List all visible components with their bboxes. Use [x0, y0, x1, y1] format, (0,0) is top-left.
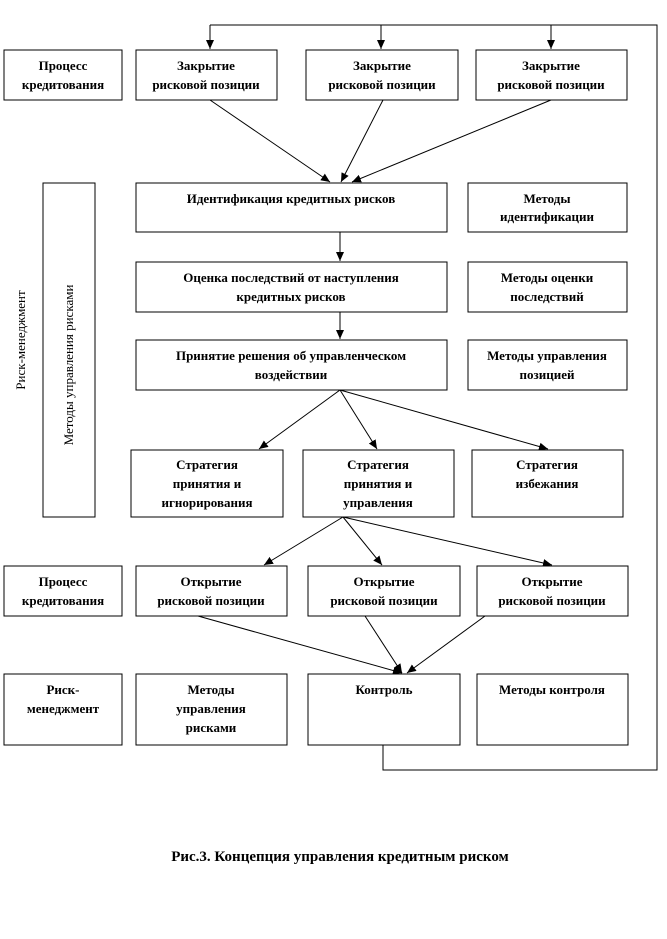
label: избежания	[516, 476, 579, 491]
label: Закрытие	[353, 58, 411, 73]
assessment-box: Оценка последствий от наступления кредит…	[135, 261, 448, 313]
label: Методы	[188, 682, 235, 697]
label: Методы управления	[487, 348, 607, 363]
label: Риск-	[46, 682, 79, 697]
feedback-loop-line	[210, 24, 658, 771]
label: управления	[343, 495, 413, 510]
closing-box-3: Закрытие рисковой позиции	[475, 49, 628, 101]
strategy-avoid-box: Стратегия избежания	[471, 449, 624, 518]
label: рисковой позиции	[330, 593, 438, 608]
risk-methods-box: Методы управления рисками	[135, 673, 288, 746]
label: принятия и	[173, 476, 242, 491]
label: Контроль	[355, 682, 412, 697]
label: воздействии	[255, 367, 328, 382]
label: Методы управления рисками	[61, 285, 76, 446]
methods-side-box: Методы управления рисками	[42, 182, 96, 518]
arrow	[364, 615, 403, 674]
label: последствий	[510, 289, 584, 304]
closing-box-1: Закрытие рисковой позиции	[135, 49, 278, 101]
arrow	[258, 389, 341, 450]
label: игнорирования	[161, 495, 252, 510]
strategy-accept-ignore-box: Стратегия принятия и игнорирования	[130, 449, 284, 518]
label: рисковой позиции	[498, 593, 606, 608]
opening-box-2: Открытие рисковой позиции	[307, 565, 461, 617]
arrow	[339, 389, 549, 451]
arrow	[340, 99, 384, 183]
opening-box-1: Открытие рисковой позиции	[135, 565, 288, 617]
label: Открытие	[180, 574, 241, 589]
label: Закрытие	[177, 58, 235, 73]
process-box-top: Процесс кредитования	[3, 49, 123, 101]
closing-box-2: Закрытие рисковой позиции	[305, 49, 459, 101]
strategy-accept-manage-box: Стратегия принятия и управления	[302, 449, 455, 518]
figure-caption: Рис.3. Концепция управления кредитным ри…	[171, 849, 509, 865]
label: Принятие решения об управленческом	[176, 348, 406, 363]
risk-management-box: Риск- менеджмент	[3, 673, 123, 746]
decision-box: Принятие решения об управленческом возде…	[135, 339, 448, 391]
label: Методы оценки	[501, 270, 594, 285]
label: рисковой позиции	[152, 77, 260, 92]
arrow	[339, 389, 378, 450]
label: Оценка последствий от наступления	[183, 270, 399, 285]
arrow	[406, 615, 486, 674]
arrow	[209, 99, 331, 183]
label: рисковой позиции	[497, 77, 605, 92]
label: позицией	[520, 367, 575, 382]
position-methods-box: Методы управления позицией	[467, 339, 628, 391]
label: Закрытие	[522, 58, 580, 73]
arrow	[342, 516, 383, 566]
label: Открытие	[353, 574, 414, 589]
label: Стратегия	[516, 457, 578, 472]
label: принятия и	[344, 476, 413, 491]
label: управления	[176, 701, 246, 716]
label: Стратегия	[347, 457, 409, 472]
side-outer-label: Риск-менеджмент	[13, 290, 28, 390]
label: Идентификация кредитных рисков	[187, 191, 396, 206]
opening-box-3: Открытие рисковой позиции	[476, 565, 629, 617]
arrow	[263, 516, 344, 566]
label: менеджмент	[27, 701, 100, 716]
control-methods-box: Методы контроля	[476, 673, 629, 746]
label: рисковой позиции	[157, 593, 265, 608]
label: Методы контроля	[499, 682, 605, 697]
label: Открытие	[521, 574, 582, 589]
label: идентификации	[500, 209, 594, 224]
label: рисками	[186, 720, 237, 735]
label: Процесс	[39, 574, 88, 589]
arrow	[351, 99, 552, 183]
identification-methods-box: Методы идентификации	[467, 182, 628, 233]
label: рисковой позиции	[328, 77, 436, 92]
arrow	[342, 516, 553, 567]
label: Методы	[524, 191, 571, 206]
label: кредитования	[22, 77, 104, 92]
label: Процесс	[39, 58, 88, 73]
label: кредитных рисков	[236, 289, 345, 304]
arrow	[197, 615, 403, 675]
label: Стратегия	[176, 457, 238, 472]
label: кредитования	[22, 593, 104, 608]
assessment-methods-box: Методы оценки последствий	[467, 261, 628, 313]
control-box: Контроль	[307, 673, 461, 746]
identification-box: Идентификация кредитных рисков	[135, 182, 448, 233]
process-box-bottom: Процесс кредитования	[3, 565, 123, 617]
